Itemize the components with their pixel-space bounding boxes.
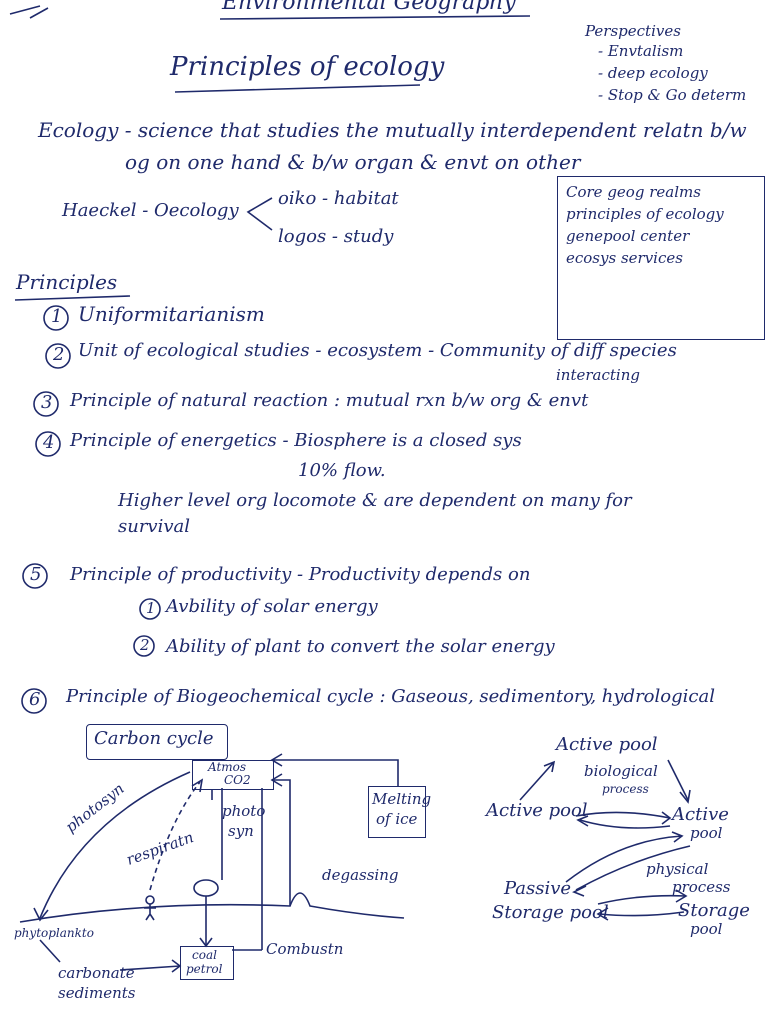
ecology-definition-line1: Ecology - science that studies the mutua…: [38, 118, 747, 142]
principle-4-flow: 10% flow.: [298, 460, 386, 481]
principle-4-note1: Higher level org locomote & are dependen…: [118, 490, 632, 511]
principle-4-note2: survival: [118, 516, 191, 537]
of-ice-label: of ice: [376, 810, 418, 828]
carbon-cycle-title-box: [86, 724, 228, 760]
perspective-item: - Envtalism: [598, 42, 684, 60]
coal-box: [180, 946, 234, 980]
passive-label: Passive: [504, 878, 572, 899]
sediments-label: sediments: [58, 984, 136, 1002]
principle-5-sub1: Avbility of solar energy: [166, 596, 378, 617]
principle-1-text: Uniformitarianism: [78, 302, 265, 326]
process-label: process: [602, 782, 649, 796]
active-pool-left: Active pool: [486, 800, 588, 821]
storage-pool-label: Storage pool: [492, 902, 609, 923]
perspectives-heading: Perspectives: [585, 22, 681, 40]
melting-box: [368, 786, 426, 838]
phytoplankton-label: phytoplankto: [14, 926, 94, 940]
active-pool-right: Active: [672, 804, 729, 825]
principle-2-sub: interacting: [556, 366, 640, 384]
note-box: [557, 176, 765, 340]
principle-number: 4: [43, 432, 55, 453]
principles-heading: Principles: [16, 270, 118, 294]
ecology-definition-line2: og on one hand & b/w organ & envt on oth…: [125, 150, 581, 174]
degassing-label: degassing: [322, 866, 399, 884]
course-title: Environmental Geography: [222, 0, 516, 15]
principle-number: 2: [53, 344, 65, 365]
logos-study: logos - study: [278, 226, 394, 247]
combustion-label: Combustn: [266, 940, 344, 958]
melting-label: Melting: [372, 790, 432, 808]
carbonate-label: carbonate: [58, 964, 135, 982]
note-line: ecosys services: [566, 249, 683, 267]
carbon-cycle-title: Carbon cycle: [94, 728, 214, 749]
perspective-item: - deep ecology: [598, 64, 708, 82]
physical-process-label: process: [672, 878, 731, 896]
photo-label: photo: [222, 802, 266, 820]
sub-number: 1: [146, 599, 156, 617]
biological-label: biological: [584, 762, 658, 780]
perspective-item: - Stop & Go determ: [598, 86, 747, 104]
note-line: genepool center: [566, 227, 690, 245]
pool-right-label: pool: [690, 920, 723, 938]
page-title: Principles of ecology: [170, 52, 445, 82]
atmos-label: Atmos: [208, 760, 247, 774]
principle-5-text: Principle of productivity - Productivity…: [70, 564, 531, 585]
principle-number: 6: [29, 689, 41, 710]
physical-label: physical: [646, 860, 709, 878]
principle-4-text: Principle of energetics - Biosphere is a…: [70, 430, 522, 451]
oiko-habitat: oiko - habitat: [278, 188, 399, 209]
sub-number: 2: [140, 636, 150, 654]
atmos-box: [192, 760, 274, 790]
petrol-label: petrol: [186, 962, 223, 976]
co2-label: CO2: [224, 773, 251, 787]
coal-label: coal: [192, 948, 217, 962]
syn-label: syn: [228, 822, 254, 840]
principle-3-text: Principle of natural reaction : mutual r…: [70, 390, 589, 411]
principle-number: 5: [30, 564, 42, 585]
principle-6-text: Principle of Biogeochemical cycle : Gase…: [66, 686, 715, 707]
principle-number: 3: [41, 392, 53, 413]
principle-2-text: Unit of ecological studies - ecosystem -…: [78, 340, 677, 361]
principle-5-sub2: Ability of plant to convert the solar en…: [166, 636, 555, 657]
haeckel-oecology: Haeckel - Oecology: [62, 200, 239, 221]
principle-number: 1: [51, 306, 63, 327]
active-pool-top: Active pool: [556, 734, 658, 755]
note-line: Core geog realms: [566, 183, 701, 201]
storage-right-label: Storage: [678, 900, 750, 921]
note-line: principles of ecology: [566, 205, 724, 223]
active-pool-right-2: pool: [690, 824, 723, 842]
